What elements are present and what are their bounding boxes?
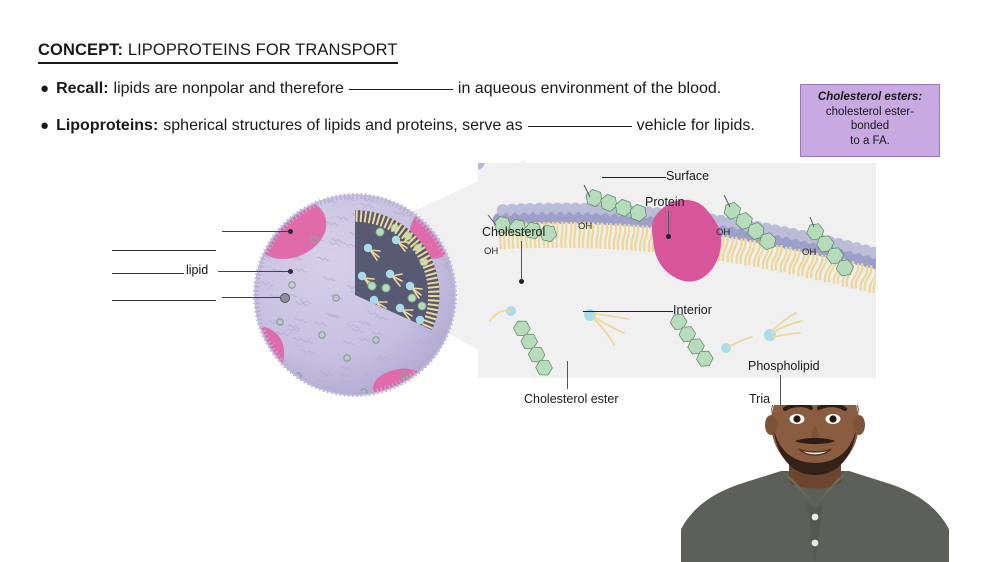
leader-ring-bottom — [280, 293, 290, 303]
bullet-marker-icon: ● — [40, 81, 49, 96]
bullet-lipoproteins: ● Lipoproteins: spherical structures of … — [40, 117, 755, 135]
interior-label: Interior — [673, 303, 712, 317]
fill-blank-lipoproteins[interactable] — [528, 126, 632, 127]
protein-label: Protein — [645, 195, 685, 209]
cholesterol-ester-label: Cholesterol ester — [524, 392, 619, 406]
interior-blank[interactable] — [583, 311, 673, 312]
protein-leader — [668, 211, 669, 236]
lipoprotein-sphere — [252, 180, 472, 430]
oh-label-3: OH — [716, 227, 730, 238]
bullet-text-after-lipoproteins: vehicle for lipids. — [637, 117, 755, 135]
leader-dot-lipid — [288, 269, 293, 274]
cholesterol-label: Cholesterol — [482, 225, 545, 239]
concept-title: LIPOPROTEINS FOR TRANSPORT — [123, 41, 397, 59]
bullet-marker-icon: ● — [40, 118, 49, 133]
surface-blank[interactable] — [602, 177, 666, 178]
oh-label-2: OH — [578, 221, 592, 232]
blank-line-bottom[interactable] — [112, 300, 216, 301]
bullet-lead-lipoproteins: Lipoproteins: — [56, 117, 158, 135]
leader-line-bottom — [222, 297, 282, 298]
protein-leader-dot — [666, 234, 671, 239]
leader-dot-top — [288, 229, 293, 234]
bullet-recall: ● Recall: lipids are nonpolar and theref… — [40, 80, 721, 98]
concept-keyword: CONCEPT: — [38, 41, 123, 59]
callout-body-line1: cholesterol ester-bonded — [807, 105, 933, 134]
surface-label-row: Surface — [602, 169, 709, 183]
blank-line-top[interactable] — [112, 250, 216, 251]
callout-body-line2: to a FA. — [807, 134, 933, 149]
leader-line-lipid — [218, 271, 290, 272]
callout-title: Cholesterol esters: — [807, 90, 933, 105]
bullet-lead-recall: Recall: — [56, 80, 108, 98]
lipid-label: lipid — [186, 263, 208, 277]
triacylglycerol-label: Tria — [749, 392, 770, 406]
membrane-protein-shape — [652, 200, 721, 282]
bullet-text-after-recall: in aqueous environment of the blood. — [458, 80, 721, 98]
bullet-text-before-recall: lipids are nonpolar and therefore — [114, 80, 344, 98]
fill-blank-recall[interactable] — [349, 89, 453, 90]
shirt-button — [812, 514, 819, 521]
phospholipid-label: Phospholipid — [748, 359, 820, 373]
surface-label: Surface — [666, 169, 709, 183]
cholesterol-esters-callout: Cholesterol esters: cholesterol ester-bo… — [800, 84, 940, 157]
oh-label-1: OH — [484, 246, 498, 257]
interior-label-row: Interior — [583, 303, 712, 317]
presenter-video — [681, 405, 949, 562]
blank-line-lipid[interactable] — [112, 273, 184, 274]
cholesterol-ester-leader — [567, 361, 568, 389]
cholesterol-leader-dot — [519, 279, 524, 284]
oh-label-4: OH — [802, 247, 816, 258]
cholesterol-leader — [521, 241, 522, 281]
leader-line-top — [222, 231, 290, 232]
bullet-text-before-lipoproteins: spherical structures of lipids and prote… — [163, 117, 522, 135]
page-title: CONCEPT: LIPOPROTEINS FOR TRANSPORT — [38, 41, 398, 64]
shirt-button — [812, 540, 819, 547]
